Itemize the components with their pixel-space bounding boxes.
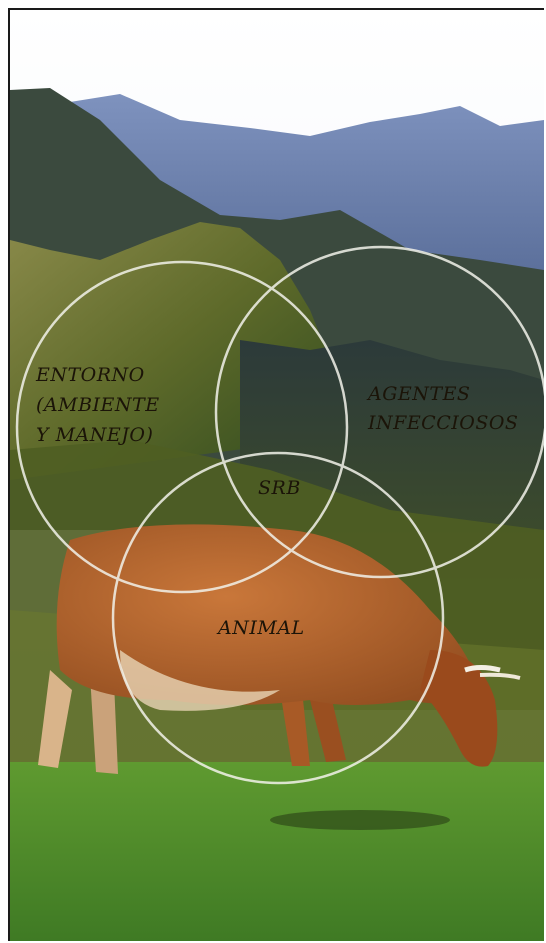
label-entorno: ENTORNO (AMBIENTE Y MANEJO) [35,364,166,446]
label-animal: ANIMAL [216,617,305,639]
label-center-srb: SRB [258,477,301,499]
diagram-scene: ENTORNO (AMBIENTE Y MANEJO) AGENTES INFE… [10,10,544,941]
mountain-landscape-photo [10,10,544,941]
venn-diagram: ENTORNO (AMBIENTE Y MANEJO) AGENTES INFE… [10,10,544,941]
